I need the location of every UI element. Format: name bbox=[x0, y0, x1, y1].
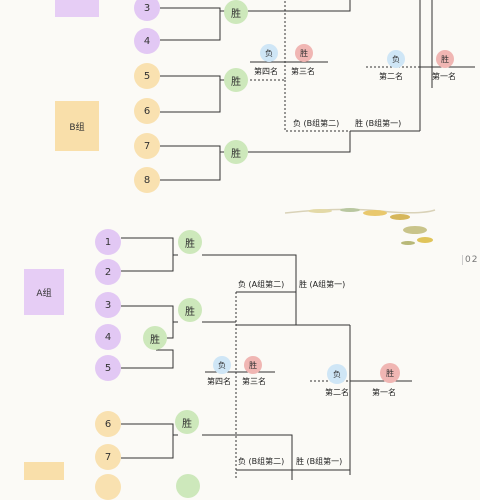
third-place-label: 第三名 bbox=[242, 377, 266, 386]
seed-1: 1 bbox=[95, 229, 121, 255]
seed-7: 7 bbox=[95, 444, 121, 470]
win-red-node: 胜 bbox=[380, 363, 400, 383]
seed-6-top: 6 bbox=[134, 98, 160, 124]
win-node: 胜 bbox=[224, 68, 248, 92]
first-place-label: 第一名 bbox=[432, 72, 456, 81]
fourth-place-label: 第四名 bbox=[254, 67, 278, 76]
seed-4: 4 bbox=[95, 324, 121, 350]
win-node: 胜 bbox=[175, 410, 199, 434]
page-number: 02 bbox=[462, 255, 478, 265]
win-b1-label: 胜 (B组第一) bbox=[296, 457, 343, 466]
seed-3-top: 3 bbox=[134, 0, 160, 21]
win-node: 胜 bbox=[224, 140, 248, 164]
group-b-label bbox=[24, 462, 64, 480]
fourth-place-label: 第四名 bbox=[207, 377, 231, 386]
lose-node: 负 bbox=[327, 364, 347, 384]
win-b1-label: 胜 (B组第一) bbox=[355, 119, 402, 128]
lose-a2-label: 负 (A组第二) bbox=[238, 280, 285, 289]
win-red-node: 胜 bbox=[295, 44, 313, 62]
win-node: 胜 bbox=[143, 326, 167, 350]
seed-8-top: 8 bbox=[134, 167, 160, 193]
seed-3: 3 bbox=[95, 292, 121, 318]
seed-7-top: 7 bbox=[134, 133, 160, 159]
lose-node: 负 bbox=[213, 356, 231, 374]
third-place-label: 第三名 bbox=[291, 67, 315, 76]
seed-6: 6 bbox=[95, 411, 121, 437]
leaf-decoration bbox=[280, 205, 440, 254]
lose-b2-label: 负 (B组第二) bbox=[293, 119, 340, 128]
win-a1-label: 胜 (A组第一) bbox=[299, 280, 346, 289]
first-place-label: 第一名 bbox=[372, 388, 396, 397]
win-node: 胜 bbox=[224, 0, 248, 24]
group-a-label: A组 bbox=[24, 269, 64, 315]
win-node: 胜 bbox=[178, 298, 202, 322]
lose-b2-label: 负 (B组第二) bbox=[238, 457, 285, 466]
group-a-label-top bbox=[55, 0, 99, 17]
lose-node: 负 bbox=[260, 44, 278, 62]
seed-5-top: 5 bbox=[134, 63, 160, 89]
win-node bbox=[176, 474, 200, 498]
win-node: 胜 bbox=[178, 230, 202, 254]
seed-8 bbox=[95, 474, 121, 500]
lose-node: 负 bbox=[387, 50, 405, 68]
seed-5: 5 bbox=[95, 355, 121, 381]
win-red-node: 胜 bbox=[244, 356, 262, 374]
group-b-label-top: B组 bbox=[55, 101, 99, 151]
seed-2: 2 bbox=[95, 259, 121, 285]
seed-4-top: 4 bbox=[134, 28, 160, 54]
second-place-label: 第二名 bbox=[379, 72, 403, 81]
second-place-label: 第二名 bbox=[325, 388, 349, 397]
win-red-node: 胜 bbox=[436, 50, 454, 68]
